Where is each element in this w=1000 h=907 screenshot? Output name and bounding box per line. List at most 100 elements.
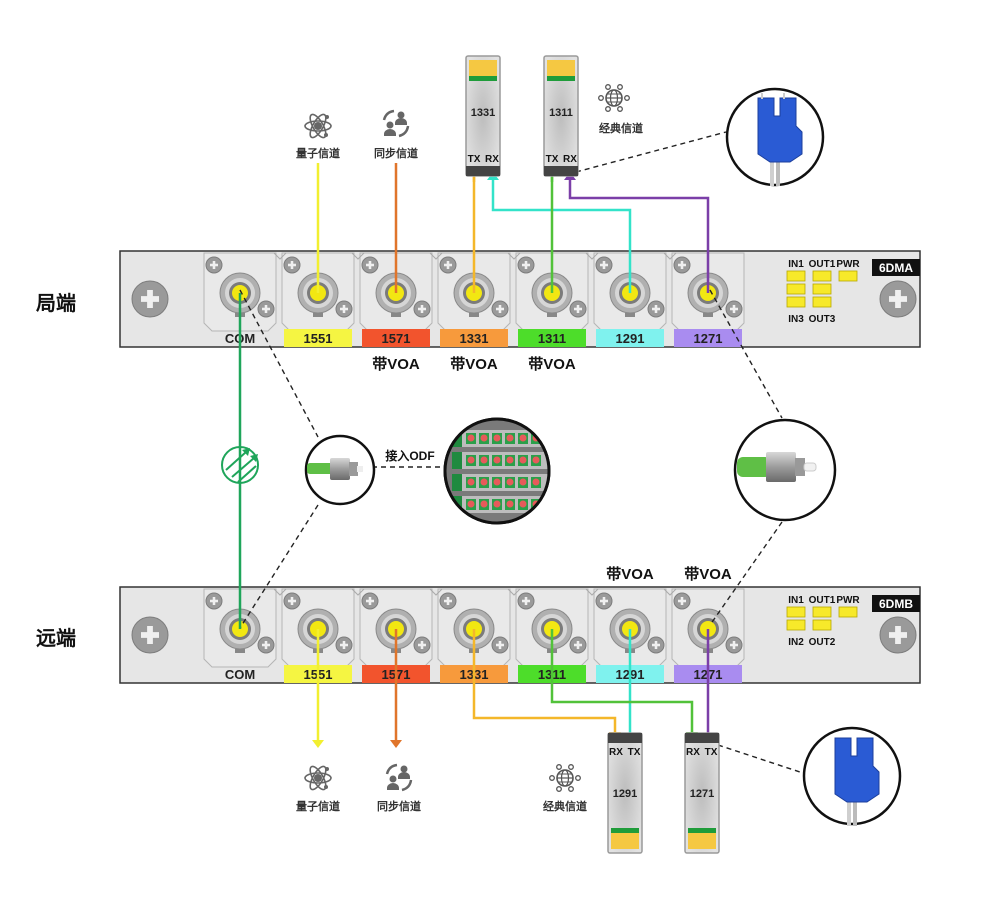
leader-com-remote bbox=[239, 504, 319, 629]
leader-1271-remote bbox=[709, 521, 783, 626]
odf-port bbox=[519, 500, 527, 508]
sfp-contacts bbox=[611, 833, 639, 849]
sfp-port-label: RX bbox=[485, 154, 499, 165]
odf-port bbox=[519, 434, 527, 442]
led-label: IN1 bbox=[788, 259, 804, 270]
led-indicator bbox=[786, 283, 806, 295]
com-label: COM bbox=[225, 667, 255, 682]
odf-port bbox=[506, 500, 514, 508]
sync-channel-label-top: 同步信道 bbox=[374, 146, 418, 160]
sfp-port-slot bbox=[466, 166, 500, 176]
sfp-port-label: TX bbox=[468, 154, 481, 165]
lc-connector-icon bbox=[834, 737, 880, 803]
sfp-port-label: TX bbox=[705, 747, 718, 758]
led-indicator bbox=[786, 296, 806, 308]
lc-connector-callout-top bbox=[725, 87, 825, 187]
sfp-wavelength: 1331 bbox=[471, 107, 495, 119]
odf-port bbox=[519, 478, 527, 486]
fc-connector-callout-left bbox=[304, 434, 376, 506]
odf-port bbox=[480, 478, 488, 486]
wavelength-badge bbox=[362, 329, 430, 347]
lc-connector-callout-bottom bbox=[802, 726, 902, 826]
model-label: 6DMA bbox=[879, 261, 913, 275]
odf-port bbox=[493, 500, 501, 508]
sync-users-icon bbox=[385, 763, 413, 792]
odf-port bbox=[467, 500, 475, 508]
led-label: IN1 bbox=[788, 595, 804, 606]
arrow-head bbox=[312, 740, 324, 748]
odf-port bbox=[506, 456, 514, 464]
leader-lc-bottom bbox=[717, 744, 807, 775]
led-label: OUT3 bbox=[809, 314, 836, 325]
led-label: OUT1 bbox=[809, 259, 836, 270]
odf-port bbox=[506, 434, 514, 442]
voa-label: 带VOA bbox=[372, 356, 420, 373]
sfp-wavelength: 1311 bbox=[549, 107, 573, 119]
odf-callout bbox=[443, 417, 551, 525]
odf-label: 接入ODF bbox=[385, 448, 434, 463]
wavelength-label: 1571 bbox=[382, 331, 411, 346]
sfp-contacts bbox=[547, 60, 575, 76]
led-indicator bbox=[786, 270, 806, 282]
sfp-port-label: RX bbox=[563, 154, 577, 165]
leader-1271-local bbox=[709, 289, 783, 419]
led-indicator bbox=[786, 606, 806, 618]
odf-port bbox=[467, 456, 475, 464]
quantum-channel-label-bottom: 量子信道 bbox=[296, 799, 340, 813]
fc-connector-callout-right bbox=[733, 418, 837, 522]
led-label: OUT1 bbox=[809, 595, 836, 606]
voa-label: 带VOA bbox=[450, 356, 498, 373]
led-indicator bbox=[812, 606, 832, 618]
port-1271: 1271 bbox=[663, 252, 745, 347]
sync-users-icon bbox=[382, 109, 410, 138]
quantum-channel-label-top: 量子信道 bbox=[296, 146, 340, 160]
port-1551: 1551 bbox=[273, 588, 355, 683]
local-side-label: 局端 bbox=[36, 291, 76, 315]
voa-label: 带VOA bbox=[606, 566, 654, 583]
atom-icon bbox=[304, 765, 332, 791]
sfp-module-1271: 1271 RX TX bbox=[684, 732, 720, 854]
line-1311-bottom bbox=[550, 629, 694, 733]
port-1331: 1331 bbox=[429, 588, 511, 683]
led-indicator bbox=[838, 606, 858, 618]
sfp-contacts bbox=[688, 833, 716, 849]
sfp-port-label: RX bbox=[686, 747, 700, 758]
leader-lc-top bbox=[575, 131, 727, 173]
led-label: OUT2 bbox=[809, 637, 836, 648]
model-label: 6DMB bbox=[879, 597, 913, 611]
port-1551: 1551 bbox=[273, 252, 355, 347]
remote-side-label: 远端 bbox=[36, 626, 76, 650]
classic-channel-label-bottom: 经典信道 bbox=[543, 799, 587, 813]
port-1311: 1311 bbox=[507, 588, 589, 683]
voa-label: 带VOA bbox=[684, 566, 732, 583]
odf-port bbox=[467, 434, 475, 442]
port-com: COM bbox=[203, 588, 277, 682]
odf-port bbox=[493, 456, 501, 464]
sfp-port-label: RX bbox=[609, 747, 623, 758]
led-indicator bbox=[812, 283, 832, 295]
lc-connector-icon bbox=[757, 97, 803, 163]
led-indicator bbox=[786, 619, 806, 631]
arrow-head bbox=[390, 740, 402, 748]
sfp-wavelength: 1271 bbox=[690, 788, 714, 800]
globe-network-icon bbox=[598, 84, 630, 112]
led-indicator bbox=[812, 270, 832, 282]
odf-port bbox=[480, 434, 488, 442]
sfp-port-slot bbox=[608, 733, 642, 743]
led-label: PWR bbox=[836, 595, 860, 606]
wavelength-label: 1551 bbox=[304, 331, 333, 346]
led-indicator bbox=[812, 619, 832, 631]
line-1271-top bbox=[568, 180, 710, 293]
led-label: IN2 bbox=[788, 637, 804, 648]
wavelength-badge bbox=[596, 329, 664, 347]
